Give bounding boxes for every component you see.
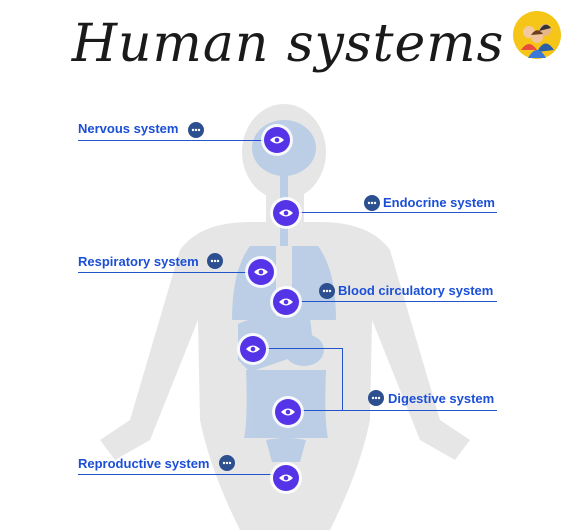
label-endocrine-system[interactable]: Endocrine system	[383, 195, 495, 210]
ellipsis-icon	[322, 289, 332, 293]
eye-icon	[281, 408, 295, 416]
more-button-digestive-system[interactable]	[368, 390, 384, 406]
label-blood-circulatory-system[interactable]: Blood circulatory system	[338, 283, 494, 298]
marker-digestive-upper[interactable]	[240, 336, 266, 362]
more-button-reproductive-system[interactable]	[219, 455, 235, 471]
connector-digestive-system	[288, 410, 497, 411]
ellipsis-icon	[367, 201, 377, 205]
label-nervous-system[interactable]: Nervous system	[78, 121, 179, 136]
label-digestive-system[interactable]: Digestive system	[388, 391, 495, 406]
eye-icon	[279, 209, 293, 217]
ellipsis-icon	[222, 461, 232, 465]
marker-blood-circulatory-system[interactable]	[273, 289, 299, 315]
connector-reproductive-system	[78, 474, 286, 475]
more-button-endocrine-system[interactable]	[364, 195, 380, 211]
marker-endocrine-system[interactable]	[273, 200, 299, 226]
marker-nervous-system[interactable]	[264, 127, 290, 153]
ellipsis-icon	[210, 259, 220, 263]
people-group-icon[interactable]	[512, 10, 562, 60]
eye-icon	[246, 345, 260, 353]
eye-icon	[279, 298, 293, 306]
connector-digestive-upper	[253, 348, 343, 349]
marker-digestive-system[interactable]	[275, 399, 301, 425]
ellipsis-icon	[371, 396, 381, 400]
connector-respiratory-system	[78, 272, 261, 273]
more-button-blood-circulatory-system[interactable]	[319, 283, 335, 299]
eye-icon	[254, 268, 268, 276]
connector-nervous-system	[78, 140, 277, 141]
connector-endocrine-system	[285, 212, 497, 213]
bladder	[266, 438, 306, 462]
more-button-respiratory-system[interactable]	[207, 253, 223, 269]
eye-icon	[279, 474, 293, 482]
ellipsis-icon	[191, 128, 201, 132]
more-button-nervous-system[interactable]	[188, 122, 204, 138]
marker-respiratory-system[interactable]	[248, 259, 274, 285]
marker-reproductive-system[interactable]	[273, 465, 299, 491]
connector-digestive-bracket	[342, 348, 343, 410]
connector-blood-circulatory-system	[286, 301, 497, 302]
label-reproductive-system[interactable]: Reproductive system	[78, 456, 210, 471]
eye-icon	[270, 136, 284, 144]
page-title: Human systems	[71, 14, 505, 74]
stomach	[284, 334, 324, 366]
label-respiratory-system[interactable]: Respiratory system	[78, 254, 199, 269]
